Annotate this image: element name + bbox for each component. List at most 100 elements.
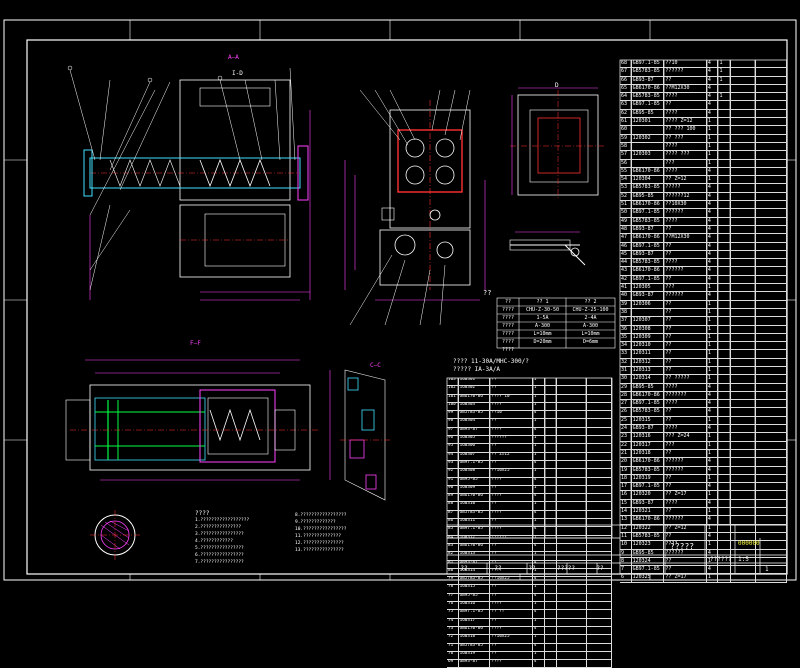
parts-cell [557,593,587,602]
parts-cell: 38 [620,308,632,317]
parts-cell [718,499,732,508]
parts-cell [718,84,732,93]
parts-cell: 160313 [459,552,491,560]
parts-cell: 31 [620,366,632,375]
parts-cell: 4 [707,267,719,275]
parts-cell: 14 [620,508,632,516]
parts-cell [756,101,788,109]
parts-cell [731,483,757,491]
notes-title: ?? [483,289,492,297]
parts-cell [557,543,587,552]
parts-cell: 4 [707,292,719,300]
parts-cell: 32 [620,358,632,366]
parts-cell: ?? [664,242,707,250]
parts-cell [731,325,757,333]
parts-cell: ?? [490,618,533,626]
parts-cell: ?? [664,225,707,234]
parts-cell [756,225,788,234]
parts-cell: 1 [533,386,546,394]
tech-req-line: 4.???????????? [195,539,233,544]
parts-cell: 1 [718,60,732,68]
parts-cell [718,333,732,342]
parts-cell [557,427,587,436]
parts-cell: 4 [707,93,719,101]
parts-cell: 16 [620,491,632,499]
parts-cell [718,549,732,557]
parts-cell [587,460,612,469]
parts-cell: 26 [620,408,632,416]
parts-cell [731,292,757,300]
parts-cell: GB6170-86 [459,626,491,635]
parts-cell [718,151,732,159]
parts-cell: ???? [664,142,707,151]
parts-cell: ?? [490,460,533,469]
parts-cell [557,411,587,419]
parts-cell: 4 [707,201,719,209]
parts-cell: 91 [447,477,459,485]
parts-cell: ?? [664,408,707,416]
parts-cell: ???? [490,427,533,436]
parts-cell [731,375,757,383]
parts-cell: GB6170-86 [632,167,665,176]
parts-cell: 4 [707,109,719,118]
parts-cell: 1 [533,651,546,660]
parts-cell: ?? [664,416,707,425]
parts-cell: ?? Z=12 [490,452,533,460]
parts-cell [545,635,558,643]
parts-cell: 77 [447,593,459,602]
view-d [510,87,606,200]
spec-note-1: ???? 11-30A/MHC-300/? [453,358,529,365]
parts-cell [756,441,788,449]
parts-cell [756,325,788,333]
tech-req-line: 2.??????????????? [195,525,242,530]
parts-cell: GB97.1-85 [632,101,665,109]
parts-cell [587,419,612,427]
parts-cell [731,441,757,449]
parts-cell: ?? [490,560,533,568]
parts-cell: 1 [533,485,546,494]
parts-cell: ??10X25 [490,469,533,477]
parts-cell [718,541,732,549]
parts-cell [756,126,788,134]
parts-cell [718,358,732,366]
parts-cell [731,250,757,259]
parts-cell: 18 [620,474,632,483]
parts-cell: GB97.1-85 [632,242,665,250]
side-view [344,89,486,326]
parts-cell: 1 [707,151,719,159]
parts-cell [557,378,587,386]
parts-cell: GB97.1-85 [632,60,665,68]
parts-cell: 41 [620,284,632,292]
parts-cell: 160310 [459,502,491,510]
spec-table-frame [496,297,616,349]
parts-cell: GB5783-85 [459,411,491,419]
parts-cell: ??????? [664,391,707,400]
parts-cell: 89 [447,494,459,502]
parts-cell [731,201,757,209]
parts-cell [718,259,732,267]
parts-cell [587,635,612,643]
parts-cell: ?? Z=17 [664,491,707,499]
parts-cell: ?? [664,566,707,574]
parts-cell: 120305 [632,284,665,292]
parts-cell: 29 [620,383,632,391]
parts-cell: ?? [490,378,533,386]
parts-cell [545,402,558,411]
parts-cell [731,342,757,350]
parts-cell: 70 [447,651,459,660]
spec-cell: CHU-Z-25-100 [572,307,609,313]
parts-cell [557,394,587,402]
parts-cell: ?? Z=12 [664,524,707,532]
parts-cell [756,184,788,192]
parts-cell: GB5783-85 [632,466,665,474]
parts-cell [731,516,757,524]
